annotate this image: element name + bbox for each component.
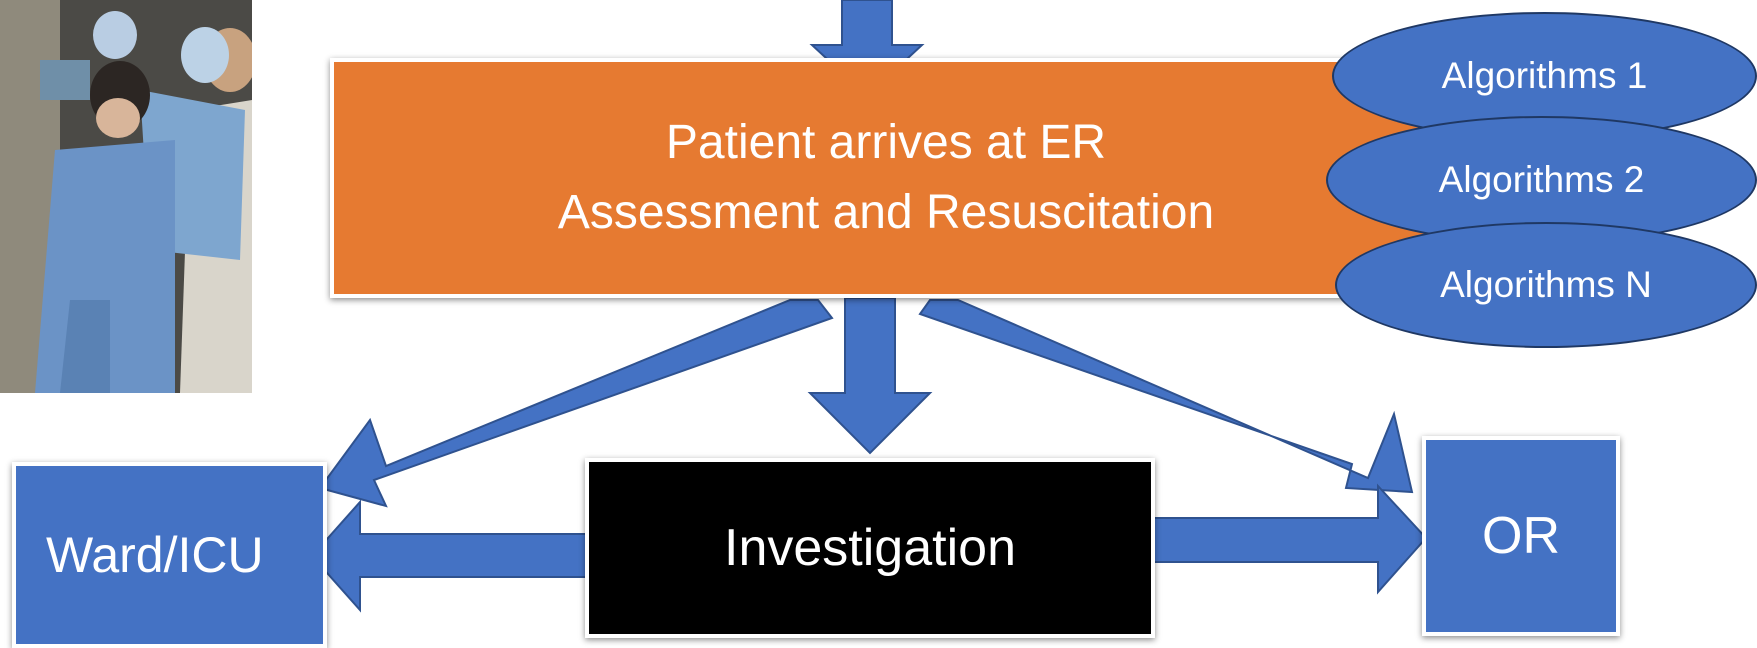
ward-icu-box: Ward/ICU	[12, 462, 327, 648]
arrow-investigation-to-ward	[310, 499, 626, 613]
er-line-1: Patient arrives at ER	[665, 116, 1107, 170]
algorithm-label-n: Algorithms N	[1440, 264, 1652, 305]
ward-icu-label: Ward/ICU	[46, 527, 264, 583]
er-line-2: Assessment and Resuscitation	[557, 186, 1215, 239]
or-label: OR	[1482, 507, 1560, 565]
or-box: OR	[1422, 436, 1620, 636]
algorithm-label-1: Algorithms 1	[1441, 55, 1648, 96]
investigation-box: Investigation	[585, 458, 1155, 638]
medical-team-photo	[0, 0, 252, 393]
investigation-label: Investigation	[724, 519, 1016, 577]
arrow-er-to-or	[918, 299, 1414, 494]
algorithm-ellipse-n: Algorithms N	[1335, 222, 1757, 348]
arrow-er-to-investigation	[807, 297, 933, 455]
algorithm-label-2: Algorithms 2	[1438, 159, 1645, 200]
arrow-investigation-to-or	[1111, 483, 1428, 595]
er-assessment-box: Patient arrives at ER Assessment and Res…	[330, 58, 1442, 298]
